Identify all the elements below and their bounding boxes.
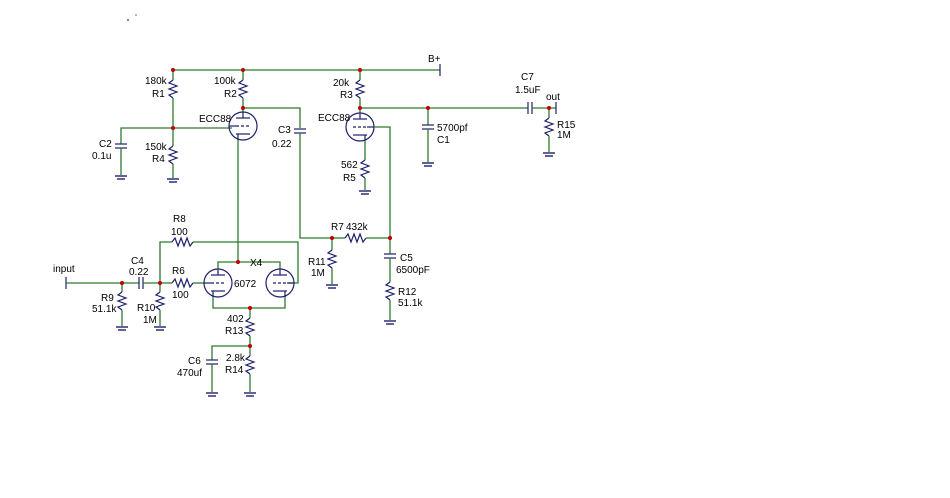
r11-value: 1M bbox=[311, 268, 325, 279]
r12-value: 51.1k bbox=[398, 298, 423, 309]
r1-name: R1 bbox=[152, 89, 165, 100]
stray-dot bbox=[135, 14, 137, 16]
r10-value: 1M bbox=[143, 315, 157, 326]
r5-name: R5 bbox=[343, 173, 356, 184]
r9-value: 51.1k bbox=[92, 304, 117, 315]
r1-value: 180k bbox=[145, 76, 168, 87]
r5-value: 562 bbox=[341, 160, 358, 171]
r11-name: R11 bbox=[308, 257, 326, 268]
stray-dot bbox=[127, 19, 129, 21]
x4-name: X4 bbox=[250, 258, 263, 269]
r7-value: 432k bbox=[346, 222, 369, 233]
junction-nodes bbox=[120, 68, 551, 348]
input-label: input bbox=[53, 264, 75, 275]
resistor-r2 bbox=[237, 70, 249, 112]
r6-name: R6 bbox=[172, 266, 185, 277]
c3-top-wire bbox=[243, 107, 301, 128]
capacitor-c5 bbox=[384, 238, 396, 282]
tube1-ecc88 bbox=[228, 111, 258, 141]
r3-value: 20k bbox=[333, 78, 350, 89]
r14-value: 2.8k bbox=[226, 353, 246, 364]
c3-value: 0.22 bbox=[272, 139, 292, 150]
tube2-label: ECC88 bbox=[318, 113, 351, 124]
tube1-label: ECC88 bbox=[199, 114, 232, 125]
c6-name: C6 bbox=[188, 356, 201, 367]
r13-name: R13 bbox=[225, 326, 244, 337]
resistor-r8 bbox=[171, 236, 299, 284]
c6-value: 470uf bbox=[177, 368, 202, 379]
bplus-rail bbox=[173, 64, 441, 76]
input-terminal bbox=[65, 277, 139, 289]
resistor-r14 bbox=[244, 346, 256, 397]
r3-name: R3 bbox=[340, 90, 353, 101]
resistor-r9 bbox=[116, 283, 128, 331]
r12-name: R12 bbox=[398, 287, 417, 298]
resistor-r15 bbox=[543, 108, 555, 157]
resistor-r1 bbox=[167, 70, 179, 128]
capacitor-c6 bbox=[206, 345, 250, 397]
r9-name: R9 bbox=[101, 293, 114, 304]
r15-name: R15 bbox=[557, 120, 576, 131]
r2-name: R2 bbox=[224, 89, 237, 100]
resistor-r7 bbox=[332, 232, 390, 244]
c5-name: C5 bbox=[400, 253, 413, 264]
c2-name: C2 bbox=[99, 139, 112, 150]
r14-name: R14 bbox=[225, 365, 244, 376]
resistor-r6 bbox=[171, 277, 204, 289]
r8-name: R8 bbox=[173, 214, 186, 225]
r15-value: 1M bbox=[557, 130, 571, 141]
resistor-r5 bbox=[359, 141, 371, 195]
capacitor-c7 bbox=[527, 102, 556, 114]
r8-value: 100 bbox=[171, 227, 188, 238]
c2-value: 0.1u bbox=[92, 151, 111, 162]
c3-name: C3 bbox=[278, 125, 291, 136]
resistor-r12 bbox=[384, 281, 396, 325]
c7-value: 1.5uF bbox=[515, 85, 541, 96]
c7-name: C7 bbox=[521, 72, 534, 83]
capacitor-c4 bbox=[138, 277, 172, 289]
x4-value: 6072 bbox=[234, 279, 257, 290]
r6-value: 100 bbox=[172, 290, 189, 301]
c4-name: C4 bbox=[131, 256, 144, 267]
r13-value: 402 bbox=[227, 314, 244, 325]
r2-value: 100k bbox=[214, 76, 237, 87]
c1-name: C1 bbox=[437, 135, 450, 146]
capacitor-c2 bbox=[115, 127, 173, 180]
out-label: out bbox=[546, 92, 560, 103]
resistor-r13 bbox=[244, 308, 256, 346]
c5-value: 6500pF bbox=[396, 265, 430, 276]
c1-value: 5700pf bbox=[437, 123, 468, 134]
capacitor-c3 bbox=[294, 128, 332, 239]
resistor-r11 bbox=[326, 238, 338, 289]
bplus-label: B+ bbox=[428, 54, 441, 65]
r7-name: R7 bbox=[331, 222, 344, 233]
capacitor-c1 bbox=[422, 108, 434, 167]
resistor-r4 bbox=[167, 128, 179, 183]
tube2-grid-wire bbox=[374, 126, 391, 238]
r4-value: 150k bbox=[145, 142, 168, 153]
c4-value: 0.22 bbox=[129, 267, 149, 278]
r4-name: R4 bbox=[152, 154, 165, 165]
r8-left-wire bbox=[159, 241, 172, 283]
r10-name: R10 bbox=[137, 303, 156, 314]
